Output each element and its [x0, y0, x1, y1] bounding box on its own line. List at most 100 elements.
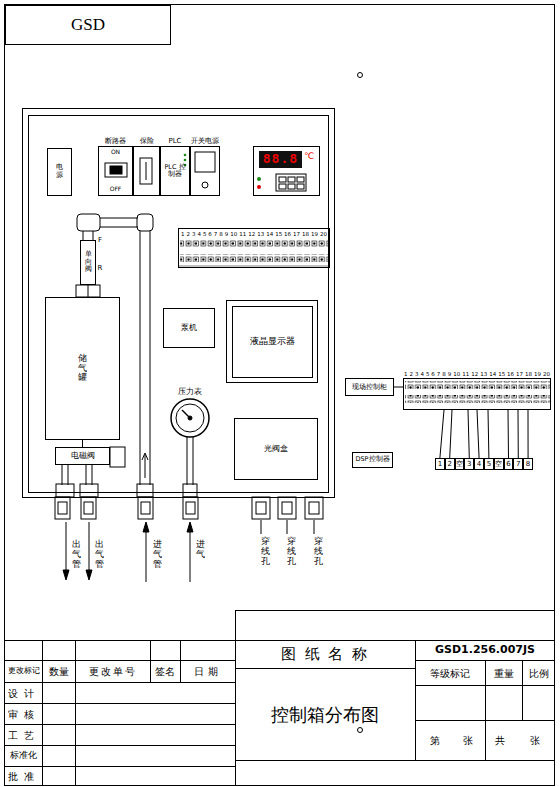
drawing-rect [186, 502, 195, 514]
drawing-rect [256, 502, 266, 514]
box-label: 电磁阀 [71, 451, 95, 460]
box-label: OFF [110, 186, 122, 193]
drawing-rect [105, 163, 127, 177]
pipe-label: 出气管 [70, 540, 82, 580]
table-text: 日期 [194, 666, 222, 677]
drawing-rect [110, 166, 122, 174]
box-label: 泵机 [181, 323, 197, 332]
terminal-box: 1 [435, 458, 445, 470]
table-text: 张 [463, 735, 473, 746]
box-label: 现场控制柜 [352, 383, 387, 391]
drawing-line [193, 437, 194, 485]
table-text: 设计 [8, 688, 40, 699]
table-text: 控制箱分布图 [271, 705, 379, 725]
module-label: 保险 [140, 137, 154, 145]
table-text: 第 [430, 735, 440, 746]
table-text: 共 [495, 735, 505, 746]
drawing-line [100, 227, 138, 228]
drawing-line [235, 610, 236, 786]
drawing-rect [233, 307, 313, 378]
drawing-line [190, 524, 191, 582]
box-label: 8 [526, 460, 530, 468]
header-box: GSD [5, 5, 171, 45]
table-cell: 更改单号 [75, 661, 150, 682]
plc-module: PLCPLC 控制器 [160, 146, 190, 196]
drawing-line [314, 520, 315, 534]
drawing-rect [110, 447, 125, 467]
drawing-line [235, 760, 555, 761]
wire [488, 410, 490, 458]
drawing-circle [257, 185, 261, 189]
wire [508, 410, 509, 458]
table-cell: 张 [515, 721, 555, 760]
drawing-line [86, 465, 87, 485]
drawing-rect [309, 502, 319, 514]
drawing-line [180, 640, 181, 682]
drawing-path [63, 570, 69, 580]
box-label: 电源 [56, 164, 63, 179]
drawing-rect [58, 502, 67, 514]
module-label: 断路器 [105, 137, 126, 145]
terminal-block: 1 2 3 4 5 6 7 8 9 10 11 12 13 14 15 16 1… [178, 228, 330, 268]
table-cell: 等级标记 [415, 661, 485, 685]
air-tank: 储气罐 [45, 297, 120, 440]
box-label: 2 [447, 460, 451, 468]
drawing-rect [276, 174, 306, 191]
drawing-circle [184, 154, 187, 157]
table-text: 批准 [8, 771, 40, 782]
table-text: 更改单号 [89, 666, 137, 677]
table-cell: 图 纸 名 称 [235, 641, 415, 668]
drawing-rect [137, 484, 153, 497]
table-text: 张 [530, 735, 540, 746]
terminal-box: 8 [523, 458, 533, 470]
drawing-rect [297, 184, 304, 189]
table-cell: 共 [485, 721, 515, 760]
table-text: 比例 [529, 668, 549, 679]
pipe-label: 穿线孔 [261, 537, 270, 567]
box-label: 7 [516, 460, 520, 468]
drawing-rect [183, 497, 198, 519]
terminal-box: 6 [504, 458, 514, 470]
drawing-rect [141, 502, 150, 514]
table-text: R [98, 265, 103, 273]
terminal-box: 4 [474, 458, 484, 470]
drawing-line [93, 231, 94, 240]
pipe-label: 进气管 [151, 540, 163, 580]
table-cell: 更改标记 [5, 661, 42, 682]
box-label: 1 [438, 460, 442, 468]
drawing-rect [140, 158, 152, 184]
drawing-line [287, 520, 288, 534]
drawing-line [522, 660, 523, 720]
terminal-block: 1 2 3 4 5 6 7 8 9 10 11 12 13 14 15 16 1… [403, 378, 551, 410]
table-text: 等级标记 [430, 668, 470, 679]
drawing-line [75, 640, 76, 786]
drawing-line [145, 455, 146, 478]
terminal-box: 3 [464, 458, 474, 470]
drawing-line [83, 231, 84, 240]
table-cell: 张 [450, 721, 485, 760]
dsp-controller-box: DSP控制器 [352, 452, 393, 468]
valve-box: 光阀盒 [234, 418, 318, 480]
wire [88, 285, 89, 297]
table-cell: 标准化 [5, 746, 42, 766]
drawing-line [5, 745, 235, 746]
field-cabinet-box: 现场控制柜 [345, 378, 394, 396]
drawing-rect [405, 395, 551, 403]
drawing-line [150, 640, 151, 682]
box-label: PLC 控制器 [161, 164, 189, 179]
pipe-label: 穿线孔 [312, 537, 324, 577]
wire [450, 410, 452, 458]
pressure-gauge: 压力表 [170, 399, 210, 437]
box-label: 液晶显示器 [250, 336, 295, 346]
drawing-line [68, 465, 69, 485]
table-text: F [98, 237, 102, 245]
drawing-path [143, 522, 149, 532]
pipe-label: 进气 [194, 540, 206, 570]
drawing-line [235, 610, 555, 611]
wire [440, 410, 444, 458]
box-label: ON [111, 149, 120, 156]
drawing-rect [137, 214, 153, 231]
drawing-line [140, 231, 141, 485]
table-cell: 数量 [42, 661, 75, 682]
